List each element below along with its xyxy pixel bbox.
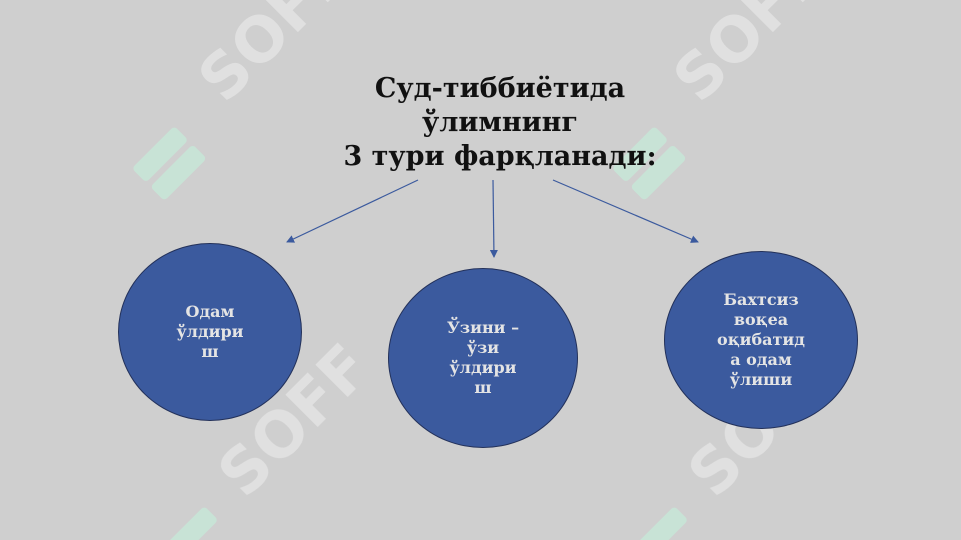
title-line: 3 тури фарқланади:	[343, 141, 657, 172]
node-homicide: Одам ўлдири ш	[118, 243, 302, 421]
arrow-center	[489, 179, 498, 258]
diagram-title: Суд-тиббиётида ўлимнинг 3 тури фарқланад…	[290, 72, 710, 174]
node-label: Одам ўлдири ш	[176, 302, 244, 361]
arrow-left	[286, 179, 419, 243]
arrow-right	[552, 179, 699, 243]
node-label: Ўзини – ўзи ўлдири ш	[446, 318, 520, 397]
node-suicide: Ўзини – ўзи ўлдири ш	[388, 268, 578, 448]
node-label: Бахтсиз воқеа оқибатид а одам ўлиши	[717, 290, 805, 389]
title-line: Суд-тиббиётида	[374, 73, 626, 104]
title-line: ўлимнинг	[422, 107, 578, 138]
node-accidental-death: Бахтсиз воқеа оқибатид а одам ўлиши	[664, 251, 858, 429]
